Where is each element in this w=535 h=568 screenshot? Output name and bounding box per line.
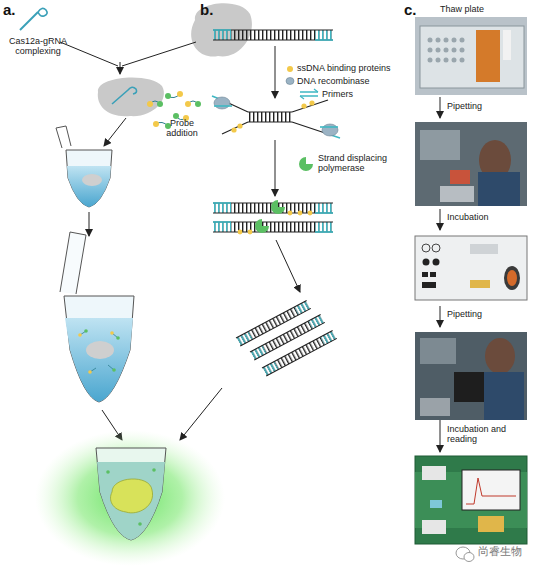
step-label: Pipetting: [447, 309, 527, 319]
component-label: Strand displacing polymerase: [318, 153, 406, 174]
panel-a-art: [20, 3, 252, 566]
watermark-icon: [456, 547, 474, 562]
step-label: Thaw plate: [440, 4, 530, 14]
watermark: 尚睿生物: [478, 546, 535, 559]
step-label: Cas12a-gRNA complexing: [6, 36, 70, 57]
panel-letter: a.: [3, 1, 33, 18]
component-label: ssDNA binding proteins: [297, 63, 412, 73]
component-label: DNA recombinase: [297, 76, 412, 86]
step-label: Incubation and reading: [447, 424, 525, 445]
step-label: Pipetting: [447, 101, 527, 111]
panel-letter: b.: [200, 1, 230, 18]
component-label: Primers: [322, 89, 402, 99]
step-label: Incubation: [447, 212, 527, 222]
panel-letter: c.: [404, 1, 434, 18]
step-label: Probe addition: [158, 118, 206, 139]
panel-c-art: [415, 17, 527, 544]
